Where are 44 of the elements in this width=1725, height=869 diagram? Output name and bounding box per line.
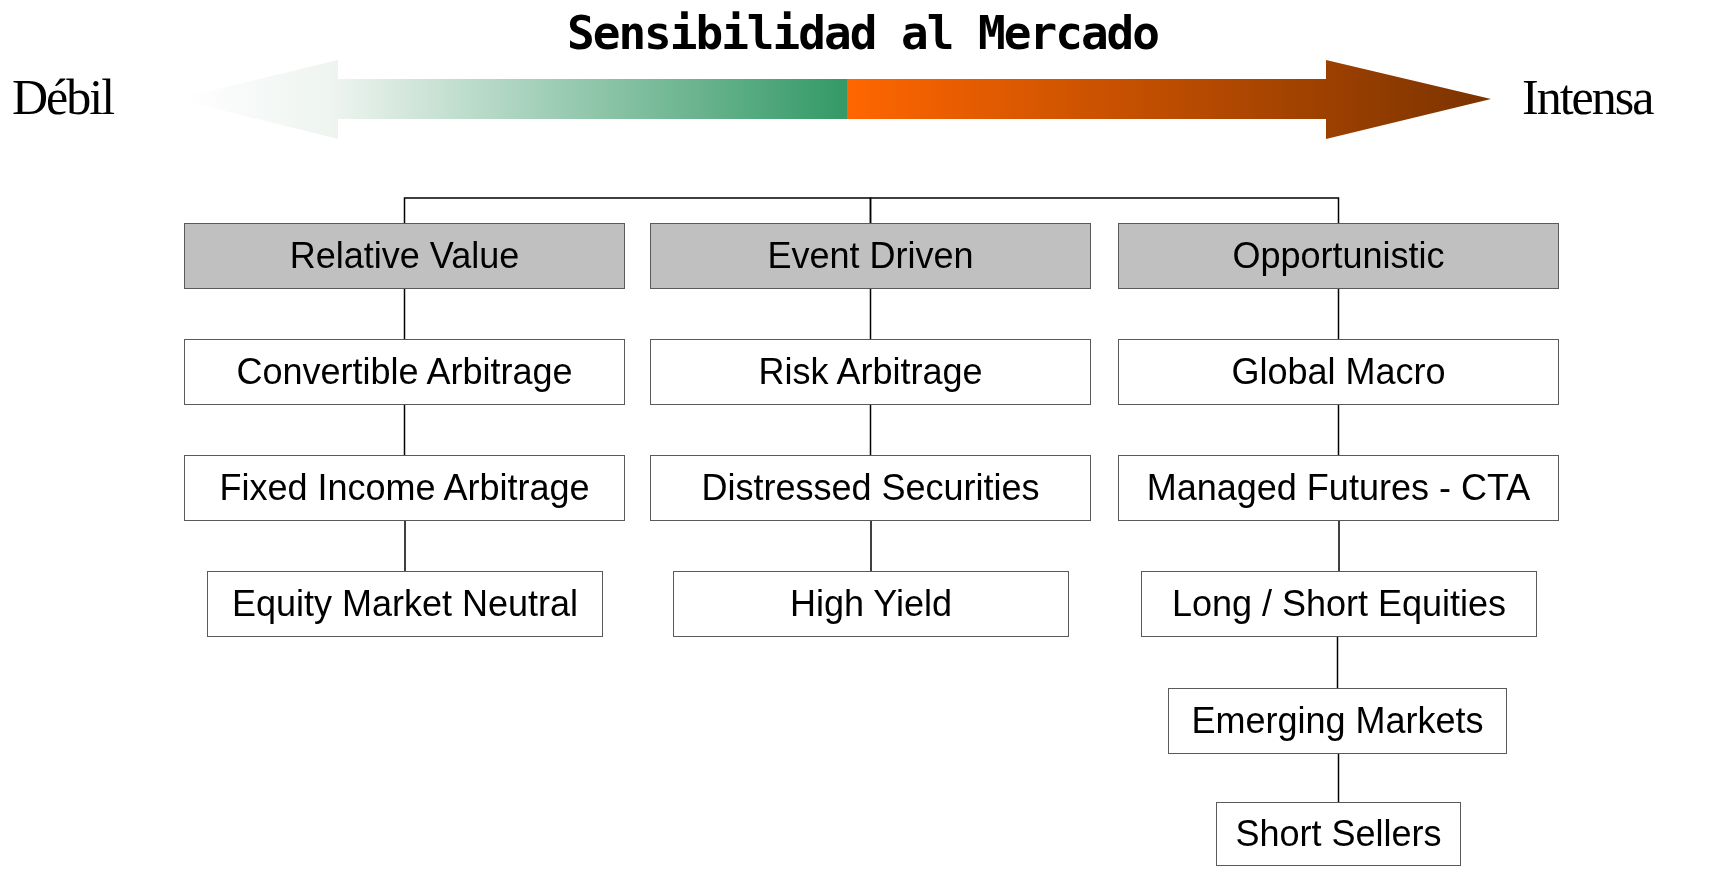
connector-line	[1337, 404, 1340, 456]
category-box	[1118, 223, 1559, 289]
connector-line	[1337, 288, 1340, 340]
connector-line	[403, 404, 406, 456]
strategy-box	[650, 339, 1091, 405]
box-label: Short Sellers	[1235, 813, 1442, 855]
connector-line	[403, 288, 406, 340]
strategy-box	[1141, 571, 1537, 637]
strategy-box	[1168, 688, 1507, 754]
strategy-box	[673, 571, 1069, 637]
category-box	[650, 223, 1091, 289]
strategy-box	[207, 571, 603, 637]
box-label: Fixed Income Arbitrage	[219, 467, 590, 509]
connector-line	[869, 404, 872, 456]
scale-label: Débil	[12, 68, 114, 126]
box-label: Relative Value	[289, 235, 520, 277]
strategy-box	[650, 455, 1091, 521]
scale-label: Intensa	[1522, 68, 1653, 126]
strategy-box	[1118, 339, 1559, 405]
box-label: High Yield	[789, 583, 953, 625]
box-label: Event Driven	[767, 235, 974, 277]
title: Sensibilidad al Mercado	[566, 6, 1159, 60]
connector-line	[1337, 753, 1340, 803]
strategy-box	[184, 455, 625, 521]
box-label: Risk Arbitrage	[758, 351, 983, 393]
connector-line	[1338, 520, 1340, 572]
strategy-box	[184, 339, 625, 405]
connector-line	[869, 197, 1340, 224]
strategy-box	[1216, 802, 1461, 866]
connector-line	[1336, 636, 1339, 689]
box-label: Equity Market Neutral	[231, 583, 579, 625]
box-label: Global Macro	[1231, 351, 1446, 393]
category-box	[184, 223, 625, 289]
connector-line	[404, 520, 406, 572]
box-label: Convertible Arbitrage	[236, 351, 573, 393]
box-label: Managed Futures - CTA	[1146, 467, 1531, 509]
strategy-box	[1118, 455, 1559, 521]
box-label: Distressed Securities	[701, 467, 1040, 509]
box-label: Emerging Markets	[1191, 700, 1484, 742]
connector-line	[403, 197, 872, 224]
box-label: Opportunistic	[1232, 235, 1445, 277]
connector-line	[869, 288, 872, 340]
connector-line	[870, 520, 872, 572]
box-label: Long / Short Equities	[1171, 583, 1507, 625]
